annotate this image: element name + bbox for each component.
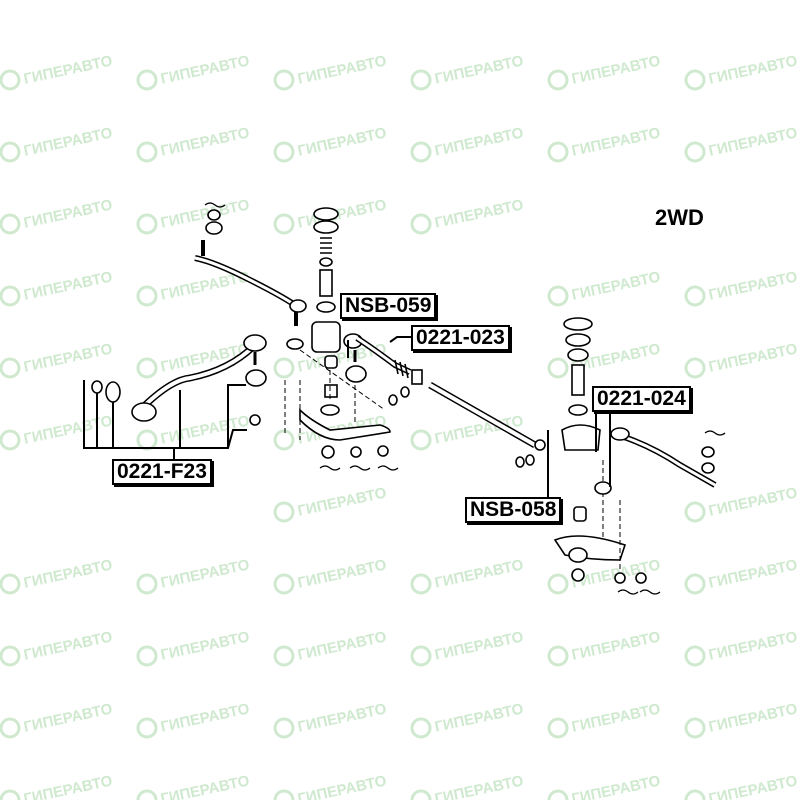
watermark-logo-icon: [273, 429, 295, 451]
line-breaks: [204, 202, 726, 595]
watermark-logo-icon: [410, 789, 432, 800]
part-label-0221-f23[interactable]: 0221-F23: [112, 459, 212, 485]
left-tie-rod: [194, 209, 307, 326]
drive-type-title: 2WD: [655, 205, 704, 230]
watermark-logo-icon: [684, 717, 706, 739]
watermark-logo-icon: [684, 645, 706, 667]
watermark-logo-icon: [684, 69, 706, 91]
watermark-logo-icon: [0, 357, 21, 379]
watermark-logo-icon: [547, 69, 569, 91]
right-idler-stack: [515, 317, 647, 584]
watermark-logo-icon: [0, 789, 21, 800]
watermark-logo-icon: [136, 357, 158, 379]
watermark-logo-icon: [0, 213, 21, 235]
watermark-logo-icon: [136, 789, 158, 800]
watermark-logo-icon: [273, 789, 295, 800]
watermark-logo-icon: [273, 717, 295, 739]
watermark-logo-icon: [684, 501, 706, 523]
watermark-logo-icon: [410, 645, 432, 667]
center-tie-rod: [347, 335, 537, 449]
part-label-nsb-059[interactable]: NSB-059: [340, 293, 437, 319]
watermark-logo-icon: [410, 213, 432, 235]
watermark-logo-icon: [410, 573, 432, 595]
watermark-logo-icon: [136, 141, 158, 163]
part-label-0221-023[interactable]: 0221-023: [411, 325, 510, 351]
watermark-logo-icon: [273, 69, 295, 91]
watermark-logo-icon: [0, 645, 21, 667]
watermark-logo-icon: [684, 789, 706, 800]
idler-stack: [284, 207, 391, 459]
watermark-logo-icon: [684, 141, 706, 163]
watermark-logo-icon: [0, 573, 21, 595]
part-label-nsb-058[interactable]: NSB-058: [465, 497, 562, 523]
left-drag-link: [83, 334, 267, 460]
watermark-logo-icon: [136, 213, 158, 235]
watermark-logo-icon: [273, 573, 295, 595]
watermark-logo-icon: [0, 285, 21, 307]
part-label-0221-024[interactable]: 0221-024: [592, 386, 691, 412]
watermark-logo-icon: [547, 573, 569, 595]
watermark-logo-icon: [0, 141, 21, 163]
watermark-logo-icon: [410, 429, 432, 451]
watermark-logo-icon: [136, 717, 158, 739]
watermark-logo-icon: [273, 357, 295, 379]
watermark-logo-icon: [273, 141, 295, 163]
watermark-logo-icon: [0, 429, 21, 451]
watermark-logo-icon: [410, 69, 432, 91]
watermark-logo-icon: [684, 285, 706, 307]
right-tie-rod: [500, 412, 717, 511]
watermark-logo-icon: [136, 69, 158, 91]
watermark-logo-icon: [547, 141, 569, 163]
watermark-logo-icon: [136, 573, 158, 595]
watermark-logo-icon: [684, 573, 706, 595]
watermark-logo-icon: [136, 285, 158, 307]
watermark-logo-icon: [273, 213, 295, 235]
watermark-logo-icon: [547, 789, 569, 800]
watermark-logo-icon: [410, 717, 432, 739]
watermark-logo-icon: [0, 717, 21, 739]
watermark-logo-icon: [684, 357, 706, 379]
watermark-logo-icon: [273, 645, 295, 667]
watermark-logo-icon: [136, 645, 158, 667]
watermark-logo-icon: [410, 141, 432, 163]
watermark-logo-icon: [547, 285, 569, 307]
watermark-logo-icon: [547, 717, 569, 739]
watermark-logo-icon: [547, 645, 569, 667]
watermark-logo-icon: [0, 69, 21, 91]
watermark-logo-icon: [273, 501, 295, 523]
watermark-logo-icon: [547, 357, 569, 379]
